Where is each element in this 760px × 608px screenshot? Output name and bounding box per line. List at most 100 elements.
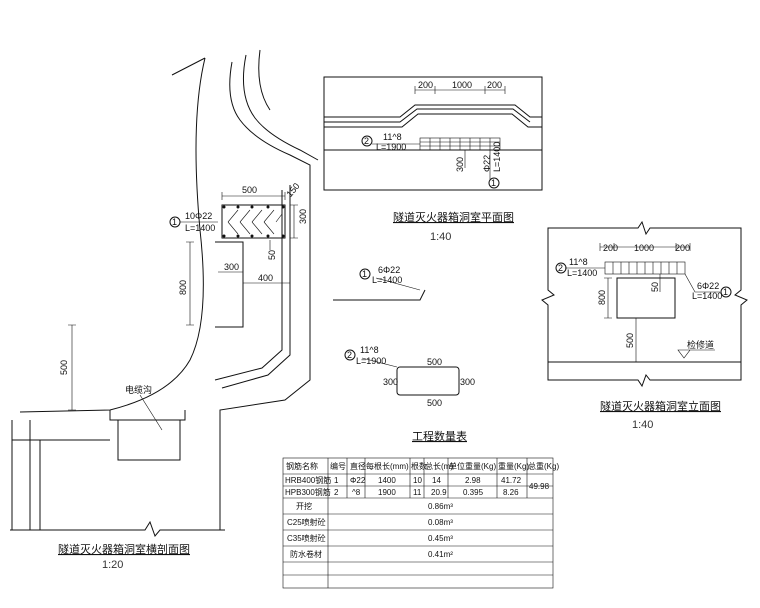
cable-trench [11, 410, 186, 530]
dim-500b: 500 [59, 360, 69, 375]
level-mark-icon [677, 349, 715, 359]
rebar-2-length: L=1900 [376, 142, 406, 152]
cell: 14 [432, 476, 441, 485]
material-value: 0.45m³ [428, 534, 453, 543]
detail-1-length: L=1400 [372, 275, 402, 285]
marker-1-label: 1 [172, 217, 177, 227]
cell: 1400 [378, 476, 396, 485]
th-total-len: 总长(m) [425, 461, 453, 471]
quantity-table: 工程数量表 钢筋名称 编号 直径 每根长(mm) 根数 总长(m) 单位重量(K… [282, 429, 559, 589]
cell: 1900 [378, 488, 396, 497]
table-title: 工程数量表 [412, 429, 467, 443]
total-weight: 49.98 [529, 482, 550, 491]
th-no: 编号 [330, 461, 346, 471]
rebar-2-count: 11^8 [569, 257, 588, 267]
dim-200a: 200 [603, 243, 618, 253]
rebar-mesh-elevation [604, 261, 686, 275]
dim-200a: 200 [418, 80, 433, 90]
dim-300: 300 [298, 209, 308, 224]
elevation-title: 隧道灭火器箱洞室立面图 [600, 399, 721, 413]
dim-200b: 200 [675, 243, 690, 253]
rebar-mesh-plan [419, 137, 501, 151]
material-value: 0.86m³ [428, 502, 453, 511]
detail-rebar-1: 1 6Φ22 L=1400 [333, 265, 426, 301]
cross-section-view: 500 150 300 1 10Φ22 L=1400 50 300 400 80… [10, 49, 319, 571]
marker-2-label: 2 [364, 136, 369, 146]
rebar-2-count: 11^8 [383, 132, 402, 142]
dim-500-top: 500 [427, 357, 442, 367]
cell: HPB300钢筋 [285, 487, 331, 497]
elevation-scale: 1:40 [632, 419, 653, 431]
dim-400: 400 [258, 273, 273, 283]
marker-2-label: 2 [347, 350, 352, 360]
dim-200b: 200 [487, 80, 502, 90]
cell: 41.72 [501, 476, 522, 485]
dim-500: 500 [625, 333, 635, 348]
dim-800: 800 [178, 280, 188, 295]
material-name: 防水卷材 [290, 549, 322, 559]
detail-2-count: 11^8 [360, 345, 379, 355]
material-value: 0.41m² [428, 550, 453, 559]
dim-800: 800 [597, 290, 607, 305]
cell: ^8 [352, 488, 361, 497]
th-unit-wt: 单位重量(Kg) [449, 461, 496, 471]
cell: 20.9 [431, 488, 447, 497]
dim-1000: 1000 [452, 80, 472, 90]
rebar-cage [221, 204, 286, 239]
dim-50: 50 [267, 250, 277, 260]
cross-section-title: 隧道灭火器箱洞室横剖面图 [58, 542, 190, 556]
cell: Φ22 [350, 476, 366, 485]
marker-1 [169, 216, 181, 228]
marker-2-label: 2 [558, 263, 563, 273]
th-total-wt: 总重(Kg) [528, 461, 559, 471]
material-name: C35喷射砼 [287, 533, 326, 543]
plan-title: 隧道灭火器箱洞室平面图 [393, 210, 514, 224]
detail-2-length: L=1900 [356, 356, 386, 366]
material-name: 开挖 [296, 501, 312, 511]
niche-opening [616, 277, 676, 319]
cell: 2 [334, 488, 339, 497]
elevation-view: 200 1000 200 2 11^8 L=1400 1 6Φ22 L=1400… [541, 220, 748, 431]
th-wt: 重量(Kg) [498, 461, 529, 471]
th-count: 根数 [411, 461, 427, 471]
dim-300: 300 [455, 157, 465, 172]
tunnel-lining-inner [242, 54, 319, 161]
lining-layers [214, 185, 291, 389]
dim-150: 150 [284, 181, 301, 199]
rebar-1-length: L=1400 [185, 223, 215, 233]
dim-300b: 300 [224, 262, 239, 272]
material-value: 0.08m³ [428, 518, 453, 527]
cell: 0.395 [463, 488, 484, 497]
marker-1-label: 1 [723, 287, 728, 297]
plan-view: 200 1000 200 2 11^8 L=1900 300 Φ22 L=140… [323, 76, 543, 243]
cable-trench-label: 电缆沟 [125, 384, 152, 395]
rebar-1-count: Φ22 [482, 155, 492, 172]
cell: 2.98 [465, 476, 481, 485]
detail-1-count: 6Φ22 [378, 265, 400, 275]
rebar-1-length: L=1400 [492, 142, 502, 172]
rebar-1-count: 6Φ22 [697, 281, 719, 291]
dim-500-bottom: 500 [427, 398, 442, 408]
material-name: C25喷射砼 [287, 517, 326, 527]
cell: 8.26 [503, 488, 519, 497]
tunnel-outer-line [19, 57, 206, 413]
tunnel-lining-outer [219, 61, 311, 530]
cell: 11 [413, 488, 422, 497]
marker-1-label: 1 [491, 178, 496, 188]
break-line [10, 520, 225, 537]
rebar-2-length: L=1400 [567, 268, 597, 278]
dim-300-right: 300 [460, 377, 475, 387]
dim-1000: 1000 [634, 243, 654, 253]
cell: HRB400钢筋 [285, 475, 331, 485]
rebar-1-count: 10Φ22 [185, 211, 212, 221]
dim-500: 500 [242, 185, 257, 195]
detail-rebar-2: 2 11^8 L=1900 500 500 300 300 [344, 345, 475, 408]
th-dia: 直径 [350, 461, 366, 471]
marker-1-label: 1 [362, 269, 367, 279]
dim-50: 50 [650, 282, 660, 292]
dim-300-left: 300 [383, 377, 398, 387]
th-name: 钢筋名称 [286, 461, 318, 471]
walkway-label: 检修道 [687, 339, 714, 350]
cell: 10 [413, 476, 422, 485]
